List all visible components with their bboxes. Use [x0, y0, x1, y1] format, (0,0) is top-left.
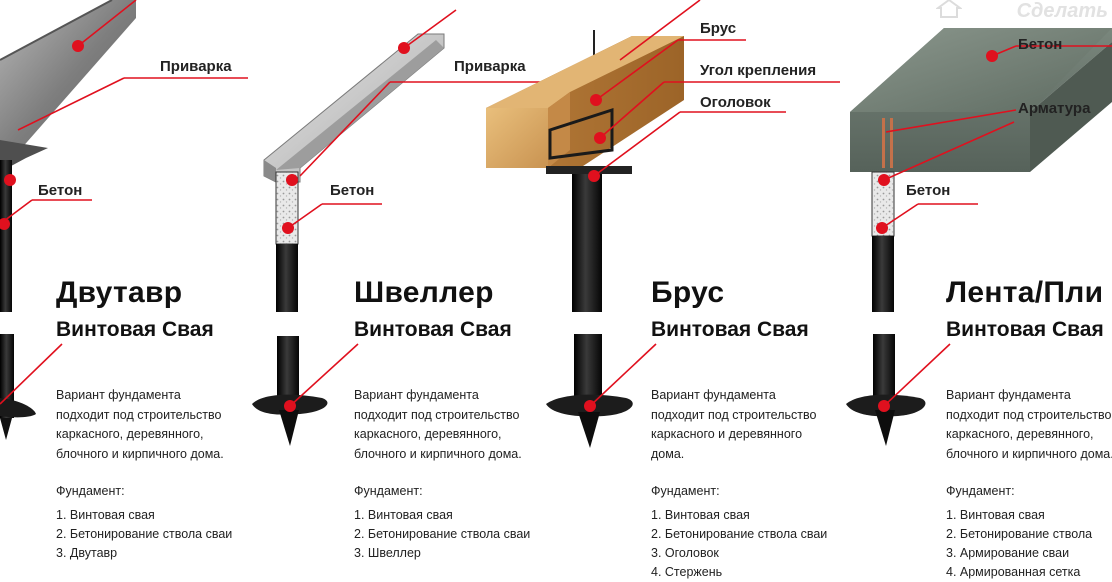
shveller-drawing: [252, 9, 540, 446]
description-line: каркасного и деревянного: [651, 427, 803, 441]
list-item: 1. Винтовая свая: [651, 508, 750, 522]
column-shveller: Приварка Бетон Швеллер Винтовая Свая Вар…: [296, 0, 596, 579]
list-item: 3. Швеллер: [354, 546, 421, 560]
column-subtitle: Винтовая Свая: [354, 318, 512, 341]
description-line: каркасного, деревянного,: [354, 427, 502, 441]
column-subtitle: Винтовая Свая: [56, 318, 214, 341]
pile-head-plate: [546, 166, 632, 174]
description-line: Вариант фундамента: [946, 388, 1071, 402]
list-item: 1. Винтовая свая: [946, 508, 1045, 522]
foundation-list: 1. Винтовая свая 2. Бетонирование ствола…: [651, 506, 827, 582]
foundation-label: Фундамент:: [651, 484, 720, 498]
callout-label: Бетон: [1018, 36, 1063, 53]
list-item: 1. Винтовая свая: [354, 508, 453, 522]
column-subtitle: Винтовая Свая: [651, 318, 809, 341]
list-item: 4. Стержень: [651, 565, 723, 579]
list-item: 2. Бетонирование ствола сваи: [354, 527, 531, 541]
description-line: блочного и кирпичного дома.: [56, 446, 224, 461]
dvutavr-drawing: [0, 0, 248, 440]
description-line: подходит под строительство: [56, 407, 222, 422]
callout-label: Брус: [700, 20, 737, 37]
column-subtitle: Винтовая Свая: [946, 318, 1104, 341]
column-description: Вариант фундамента подходит под строител…: [354, 386, 554, 464]
column-description: Вариант фундамента подходит под строител…: [651, 386, 851, 464]
callout-label: Приварка: [454, 58, 526, 75]
description-line: блочного и кирпичного дома.: [354, 446, 522, 461]
description-line: Вариант фундамента: [56, 388, 181, 402]
description-line: каркасного, деревянного,: [56, 427, 204, 441]
column-description: Вариант фундамента подходит под строител…: [946, 386, 1112, 464]
pile-shaft: [276, 244, 298, 312]
callout-label: Бетон: [330, 182, 375, 199]
callout-label: Оголовок: [700, 94, 771, 111]
column-description: Вариант фундамента подходит под строител…: [56, 386, 256, 464]
column-title: Лента/Пли: [946, 276, 1104, 309]
list-item: 3. Двутавр: [56, 546, 118, 560]
column-brus: Брус Угол крепления Оголовок Брус Винтов…: [594, 0, 894, 579]
column-lenta: Бетон Арматура Бетон Лента/Пли Винтовая …: [890, 0, 1112, 579]
house-logo-icon: [936, 0, 962, 18]
lenta-drawing: [846, 28, 1112, 446]
callout-label: Бетон: [38, 182, 83, 199]
callout-label: Арматура: [1018, 100, 1091, 117]
list-item: 2. Бетонирование ствола: [946, 527, 1093, 541]
list-item: 2. Бетонирование ствола сваи: [56, 527, 233, 541]
column-title: Швеллер: [354, 276, 494, 309]
column-title: Двутавр: [56, 276, 183, 309]
list-item: 3. Армирование сваи: [946, 546, 1070, 560]
foundation-list: 1. Винтовая свая 2. Бетонирование ствола…: [946, 506, 1092, 579]
watermark: Сделать: [1016, 0, 1108, 22]
foundation-label: Фундамент:: [56, 484, 125, 498]
description-line: подходит под строительство: [946, 407, 1112, 422]
pile-shaft: [0, 160, 12, 312]
brus-drawing: [486, 0, 840, 448]
foundation-label: Фундамент:: [354, 484, 423, 498]
description-line: подходит под строительство: [354, 407, 520, 422]
foundation-list: 1. Винтовая свая 2. Бетонирование ствола…: [56, 506, 232, 563]
pile-shaft: [872, 236, 894, 312]
i-beam: [0, 0, 136, 158]
callout-dot: [590, 94, 602, 106]
list-item: 1. Винтовая свая: [56, 508, 155, 522]
description-line: каркасного, деревянного,: [946, 427, 1094, 441]
pile-shaft: [572, 174, 602, 312]
list-item: 3. Оголовок: [651, 546, 719, 560]
callout-label: Угол крепления: [700, 62, 817, 79]
foundation-label: Фундамент:: [946, 484, 1015, 498]
list-item: 2. Бетонирование ствола сваи: [651, 527, 828, 541]
pile-helix: [0, 398, 36, 418]
list-item: 4. Армированная сетка: [946, 565, 1081, 579]
callout-label: Приварка: [160, 58, 232, 75]
description-line: Вариант фундамента: [651, 388, 776, 402]
callout-dot: [72, 40, 84, 52]
column-dvutavr: Приварка Бетон Двутавр Винтовая Свая Вар…: [0, 0, 300, 579]
description-line: подходит под строительство: [651, 407, 817, 422]
description-line: дома.: [651, 446, 685, 461]
callout-label: Бетон: [906, 182, 951, 199]
description-line: блочного и кирпичного дома.: [946, 446, 1112, 461]
column-title: Брус: [651, 276, 725, 309]
callout-dot: [398, 42, 410, 54]
foundation-list: 1. Винтовая свая 2. Бетонирование ствола…: [354, 506, 530, 563]
description-line: Вариант фундамента: [354, 388, 479, 402]
callout-dot: [986, 50, 998, 62]
